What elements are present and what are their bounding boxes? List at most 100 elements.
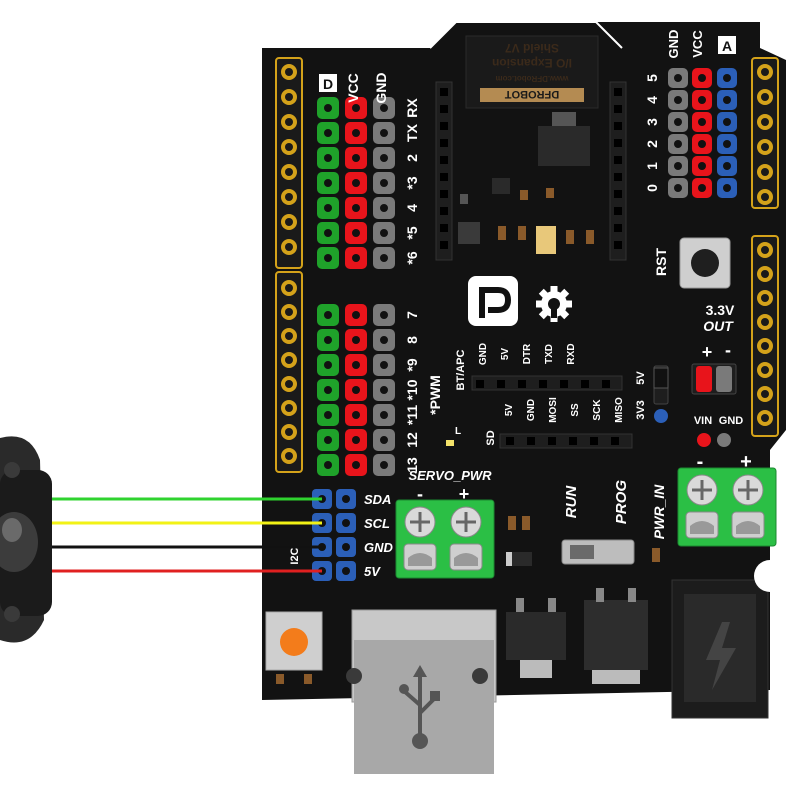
pwr-in-plus: + <box>740 451 752 473</box>
mounting-hole <box>754 560 786 592</box>
bee-header-hole <box>476 380 484 388</box>
regulator-tab <box>552 112 576 126</box>
smd-part-1 <box>460 194 468 204</box>
reset-button-cap[interactable] <box>691 249 719 277</box>
digital-pin-hole <box>324 311 332 319</box>
smd-part-3 <box>546 188 554 198</box>
pwr-in-label: PWR_IN <box>651 484 667 539</box>
digital-pin-label: *6 <box>404 251 420 264</box>
bee-bottom-pin-label: MISO <box>614 397 625 423</box>
smd-diode-band <box>506 552 512 566</box>
left-top-header-pin-hole <box>285 93 293 101</box>
i2c-pin-hole <box>342 495 350 503</box>
regulator-3-leg-1 <box>596 588 604 602</box>
usb-mount-right <box>472 668 488 684</box>
digital-pin-hole <box>324 386 332 394</box>
gear-tooth <box>538 288 550 300</box>
right-top-header-pin-hole <box>761 68 769 76</box>
led-l-label: L <box>455 426 461 437</box>
left-bottom-header-pin-hole <box>285 404 293 412</box>
analog-pin-hole <box>674 162 682 170</box>
digital-pin-label: *9 <box>404 358 420 371</box>
right-bottom-header-pin-hole <box>761 390 769 398</box>
vin-gnd-label: GND <box>719 415 744 427</box>
bee-socket-hole <box>440 105 448 113</box>
bee-socket-hole <box>614 122 622 130</box>
bee-top-pin-label: 5V <box>500 348 511 361</box>
digital-pin-hole <box>380 461 388 469</box>
i2c-pin-label: GND <box>364 540 394 555</box>
bee-header-hole <box>602 380 610 388</box>
left-top-header-pin-hole <box>285 143 293 151</box>
prog-label: PROG <box>613 480 630 525</box>
bee-socket-hole <box>614 224 622 232</box>
digital-pin-hole <box>352 204 360 212</box>
bee-top-pin-label: DTR <box>522 343 533 364</box>
digital-pin-hole <box>352 461 360 469</box>
right-header-strip-top <box>751 57 779 209</box>
bee-top-pin-label: RXD <box>566 343 577 364</box>
smd-part-2 <box>520 190 528 200</box>
right-bottom-header-pin-hole <box>761 342 769 350</box>
analog-pin-hole <box>698 140 706 148</box>
left-bottom-header-pin-hole <box>285 428 293 436</box>
v33-jumper-label: 3V3 <box>635 400 647 420</box>
run-prog-switch-slider[interactable] <box>570 545 594 559</box>
bee-socket-hole <box>614 173 622 181</box>
digital-pin-hole <box>352 336 360 344</box>
sd-label: SD <box>485 430 497 445</box>
out33-label-a: 3.3V <box>706 302 735 318</box>
digital-pin-label: *5 <box>404 226 420 239</box>
digital-pin-hole <box>352 254 360 262</box>
analog-pin-label: 3 <box>644 118 660 126</box>
left-header-strip-bottom <box>275 271 303 473</box>
digital-pin-hole <box>324 104 332 112</box>
bt-apc-label: BT/APC <box>455 349 467 390</box>
analog-pin-hole <box>674 96 682 104</box>
smd-resistor-2 <box>518 226 526 240</box>
bee-socket-hole <box>440 173 448 181</box>
i2c-pin-label: SCL <box>364 516 390 531</box>
analog-col-title-vcc: VCC <box>690 30 705 58</box>
digital-col-title-d-box: D <box>319 74 337 92</box>
servo-pwr-minus: - <box>417 484 423 504</box>
servo-pwr-label: SERVO_PWR <box>408 468 492 483</box>
digital-pin-label: 13 <box>404 457 420 473</box>
usb-mount-left <box>346 668 362 684</box>
digital-pin-hole <box>324 336 332 344</box>
i2c-pin-label: SDA <box>364 492 391 507</box>
bee-header-hole <box>590 437 598 445</box>
gear-tooth <box>536 300 544 308</box>
digital-pin-hole <box>380 411 388 419</box>
analog-pin-hole <box>674 74 682 82</box>
analog-pin-hole <box>698 74 706 82</box>
bee-module-url: www.DFRobot.com <box>495 74 569 83</box>
i2c-pin-hole <box>342 543 350 551</box>
smd-diode <box>506 552 532 566</box>
bee-socket-hole <box>614 190 622 198</box>
user-button[interactable] <box>280 628 308 656</box>
pwr-in-terminal <box>677 467 777 547</box>
digital-pin-hole <box>324 411 332 419</box>
bee-header-hole <box>497 380 505 388</box>
bee-module-outline <box>429 21 623 49</box>
analog-pin-hole <box>674 184 682 192</box>
bee-header-hole <box>506 437 514 445</box>
out33-plus: + <box>702 342 713 362</box>
bee-header-hole <box>581 380 589 388</box>
bee-header-hole <box>539 380 547 388</box>
bee-header-hole <box>548 437 556 445</box>
bee-socket-hole <box>614 88 622 96</box>
digital-pin-label: TX <box>404 123 420 142</box>
i2c-wires <box>44 497 322 573</box>
analog-pin-hole <box>698 184 706 192</box>
digital-pin-hole <box>380 336 388 344</box>
bee-socket-hole <box>440 122 448 130</box>
bee-socket-hole <box>440 241 448 249</box>
bee-module-name-2: I/O Expansion <box>492 56 572 70</box>
voltage-jumper-cap[interactable] <box>653 367 669 389</box>
left-bottom-header-pin-hole <box>285 332 293 340</box>
